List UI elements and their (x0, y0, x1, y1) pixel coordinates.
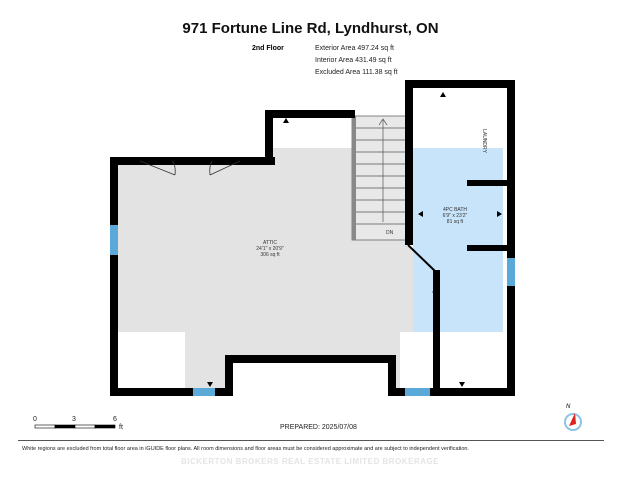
attic-name: ATTIC (262, 240, 278, 246)
door-markers (207, 92, 502, 387)
prepared-date: PREPARED: 2025/07/08 (280, 424, 357, 431)
stairs (351, 115, 409, 241)
scale-bar (34, 424, 116, 429)
disclaimer: White regions are excluded from total fl… (22, 446, 469, 452)
watermark: BICKERTON BROKERS REAL ESTATE LIMITED BR… (180, 457, 440, 466)
walls (110, 80, 515, 396)
attic-label: ATTIC 24'1" x 20'9" 306 sq ft (240, 240, 300, 258)
floor-name: 2nd Floor (252, 45, 284, 52)
scale-0: 0 (33, 416, 37, 423)
excluded-area: Excluded Area 111.38 sq ft (315, 69, 398, 76)
attic-area: 306 sq ft (260, 252, 280, 258)
exterior-area: Exterior Area 497.24 sq ft (315, 45, 394, 52)
doors (139, 160, 241, 176)
scale-unit: ft (119, 424, 123, 431)
stair-rail (352, 116, 356, 240)
stairs-label: DN (386, 230, 394, 236)
bath-label: 4PC BATH 6'9" x 23'2" 81 sq ft (430, 207, 480, 225)
divider (18, 440, 604, 441)
compass-label: N (566, 404, 571, 410)
laundry-label: LAUNDRY (481, 129, 487, 153)
page-title: 971 Fortune Line Rd, Lyndhurst, ON (182, 20, 439, 37)
bath-dims: 6'9" x 23'2" (442, 213, 468, 219)
scale-6: 6 (113, 416, 117, 423)
compass-icon (564, 413, 582, 431)
bath-name: 4PC BATH (442, 207, 468, 213)
scale-3: 3 (72, 416, 76, 423)
interior-area: Interior Area 431.49 sq ft (315, 57, 392, 64)
bath-fill (413, 148, 503, 332)
attic-dims: 24'1" x 20'9" (256, 246, 284, 252)
bath-area: 81 sq ft (446, 219, 464, 225)
windows (110, 225, 515, 396)
